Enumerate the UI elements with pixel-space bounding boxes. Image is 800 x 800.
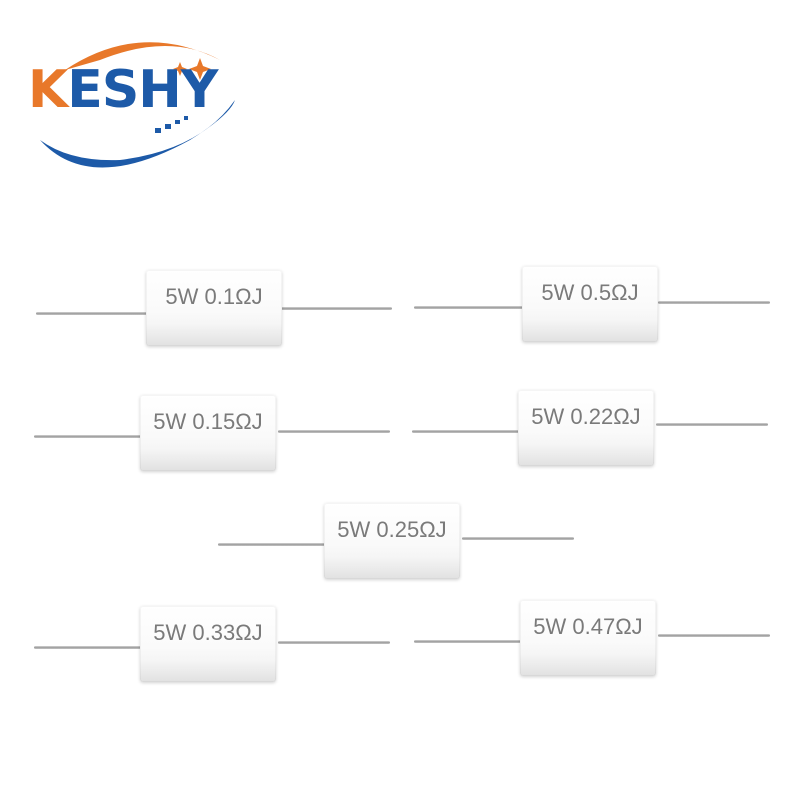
resistor-body: 5W 0.5ΩJ (522, 266, 658, 342)
resistor-label: 5W 0.22ΩJ (531, 404, 641, 429)
resistor-0-33-ohm: 5W 0.33ΩJ (34, 606, 390, 686)
resistor-lead-right (278, 641, 390, 644)
resistor-0-5-ohm: 5W 0.5ΩJ (414, 266, 770, 346)
resistor-lead-left (218, 543, 330, 546)
resistor-lead-left (412, 430, 524, 433)
logo-text: KESHY (28, 64, 218, 116)
resistor-lead-left (34, 435, 146, 438)
resistor-label: 5W 0.1ΩJ (165, 284, 263, 309)
resistor-label: 5W 0.33ΩJ (153, 620, 263, 645)
resistor-lead-left (414, 640, 526, 643)
resistor-0-1-ohm: 5W 0.1ΩJ (36, 270, 392, 350)
resistor-lead-right (280, 307, 392, 310)
resistor-lead-right (462, 537, 574, 540)
resistor-label: 5W 0.25ΩJ (337, 517, 447, 542)
resistor-body: 5W 0.25ΩJ (324, 503, 460, 579)
resistor-body: 5W 0.15ΩJ (140, 395, 276, 471)
resistor-0-25-ohm: 5W 0.25ΩJ (218, 503, 574, 583)
resistor-0-22-ohm: 5W 0.22ΩJ (412, 390, 768, 470)
keshy-logo: KESHY (20, 20, 260, 180)
logo-letters-eshy: ESHY (67, 60, 218, 120)
resistor-body: 5W 0.33ΩJ (140, 606, 276, 682)
resistor-label: 5W 0.5ΩJ (541, 280, 639, 305)
resistor-lead-right (658, 634, 770, 637)
resistor-body: 5W 0.47ΩJ (520, 600, 656, 676)
resistor-lead-left (414, 306, 526, 309)
resistor-label: 5W 0.47ΩJ (533, 614, 643, 639)
resistor-body: 5W 0.22ΩJ (518, 390, 654, 466)
logo-letter-k: K (28, 60, 68, 120)
resistor-0-47-ohm: 5W 0.47ΩJ (414, 600, 770, 680)
resistor-0-15-ohm: 5W 0.15ΩJ (34, 395, 390, 475)
resistor-lead-left (36, 312, 148, 315)
resistor-body: 5W 0.1ΩJ (146, 270, 282, 346)
logo-swoosh-icon (40, 42, 235, 168)
resistor-label: 5W 0.15ΩJ (153, 409, 263, 434)
resistor-lead-right (658, 301, 770, 304)
resistor-lead-left (34, 646, 146, 649)
resistor-lead-right (656, 423, 768, 426)
resistor-lead-right (278, 430, 390, 433)
